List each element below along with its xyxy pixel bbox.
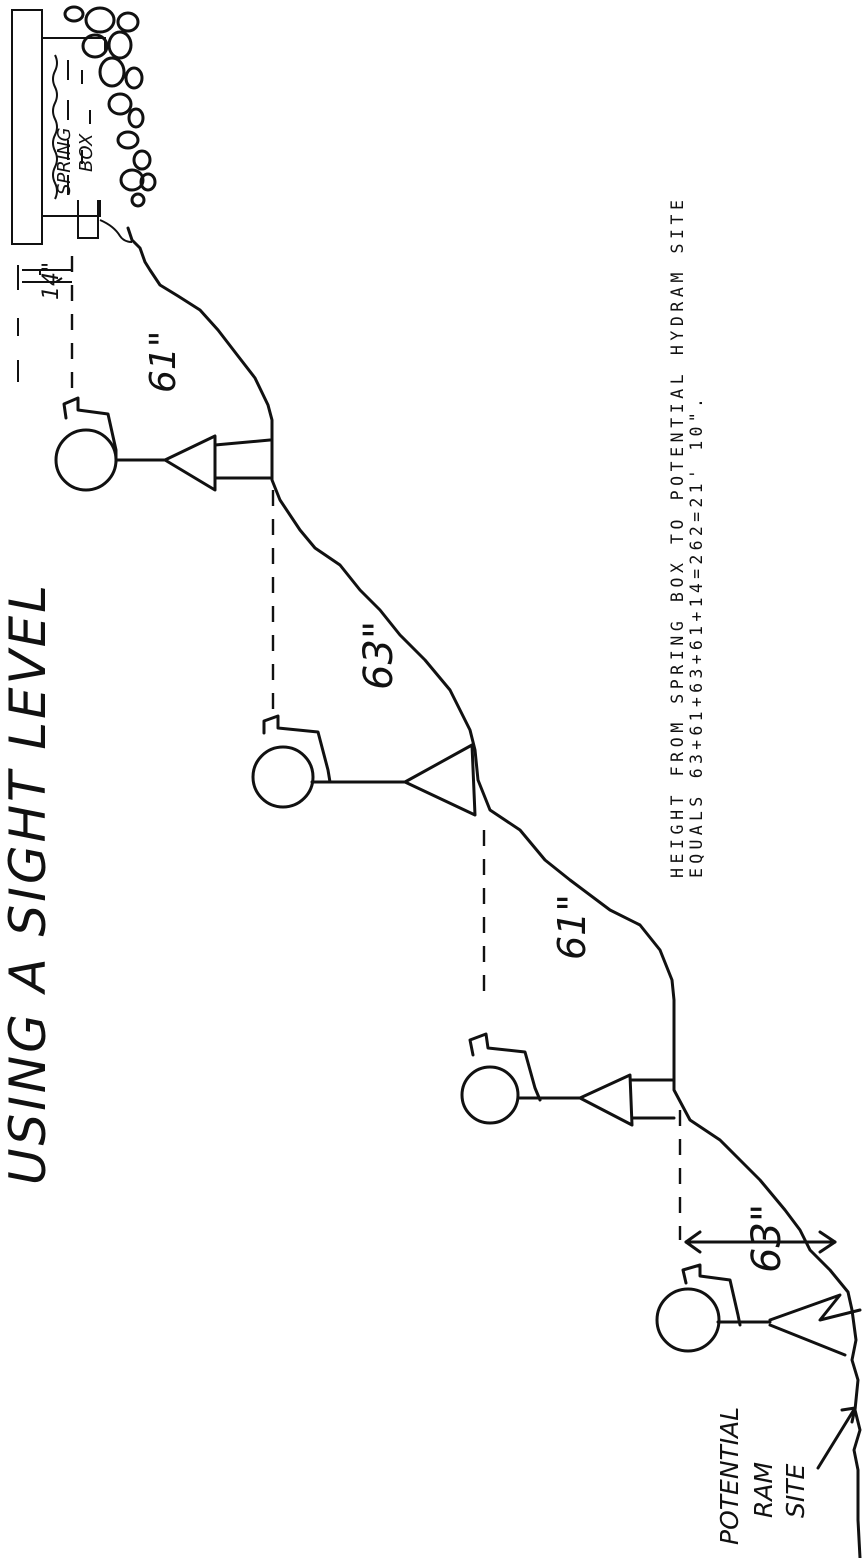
spring-box-slab (11, 9, 43, 245)
slope-profile (126, 226, 862, 1558)
scope-3 (468, 1032, 542, 1102)
eyepiece-1 (54, 428, 118, 492)
measure-arrow-left (684, 1230, 702, 1254)
title-text: USING A SIGHT LEVEL (0, 585, 57, 1185)
measurement-label-3: 61" (550, 894, 594, 960)
note-line-2: EQUALS 63+61+63+61+14=262=21' 10". (687, 398, 706, 878)
note-line-1: HEIGHT FROM SPRING BOX TO POTENTIAL HYDR… (668, 200, 687, 878)
measure-arrow-right (818, 1230, 837, 1254)
measurement-label-4: 63" (744, 1204, 790, 1273)
ram-site-line-3: SITE (781, 1463, 810, 1518)
sight-level-1 (54, 396, 272, 492)
ram-site-label: POTENTIAL RAM SITE (715, 1406, 857, 1545)
eyepiece-3 (460, 1065, 520, 1125)
scope-4 (681, 1263, 742, 1327)
measurement-label-2: 63" (356, 621, 402, 690)
ram-site-line-2: RAM (749, 1462, 778, 1518)
water-hatching (67, 60, 91, 195)
scope-2 (262, 714, 332, 784)
eyepiece-4 (655, 1287, 721, 1353)
eyepiece-2 (251, 745, 315, 809)
offset-ticks (22, 269, 72, 283)
ram-site-arrowhead (840, 1406, 857, 1424)
spring-box-label-1: SPRING (54, 127, 75, 195)
spring-box: SPRING BOX (11, 9, 133, 245)
sight-level-3 (460, 1032, 676, 1127)
pipe-bend (99, 219, 133, 243)
tripod-head-1 (163, 434, 217, 492)
offset-14-marker: 14" (17, 262, 72, 382)
ram-site-arrow (816, 1406, 857, 1470)
water-surface (52, 54, 58, 200)
offset-label: 14" (39, 262, 64, 300)
scope-1 (62, 396, 118, 464)
tripod-legs-3 (630, 1078, 676, 1120)
measurement-label-1: 61" (143, 331, 184, 393)
spring-box-label-2: BOX (76, 133, 97, 172)
bottom-measure (684, 1230, 837, 1254)
diagram-title: USING A SIGHT LEVEL (0, 585, 57, 1185)
tripod-head-3 (578, 1073, 634, 1127)
rocks (63, 5, 157, 208)
tripod-legs-1 (213, 438, 272, 480)
tripod-4 (768, 1293, 862, 1357)
sight-level-2 (251, 714, 477, 817)
ram-site-line-1: POTENTIAL (715, 1407, 744, 1545)
sight-level-4 (655, 1263, 862, 1357)
outlet-pipe (77, 200, 99, 239)
tripod-head-2 (403, 743, 477, 817)
